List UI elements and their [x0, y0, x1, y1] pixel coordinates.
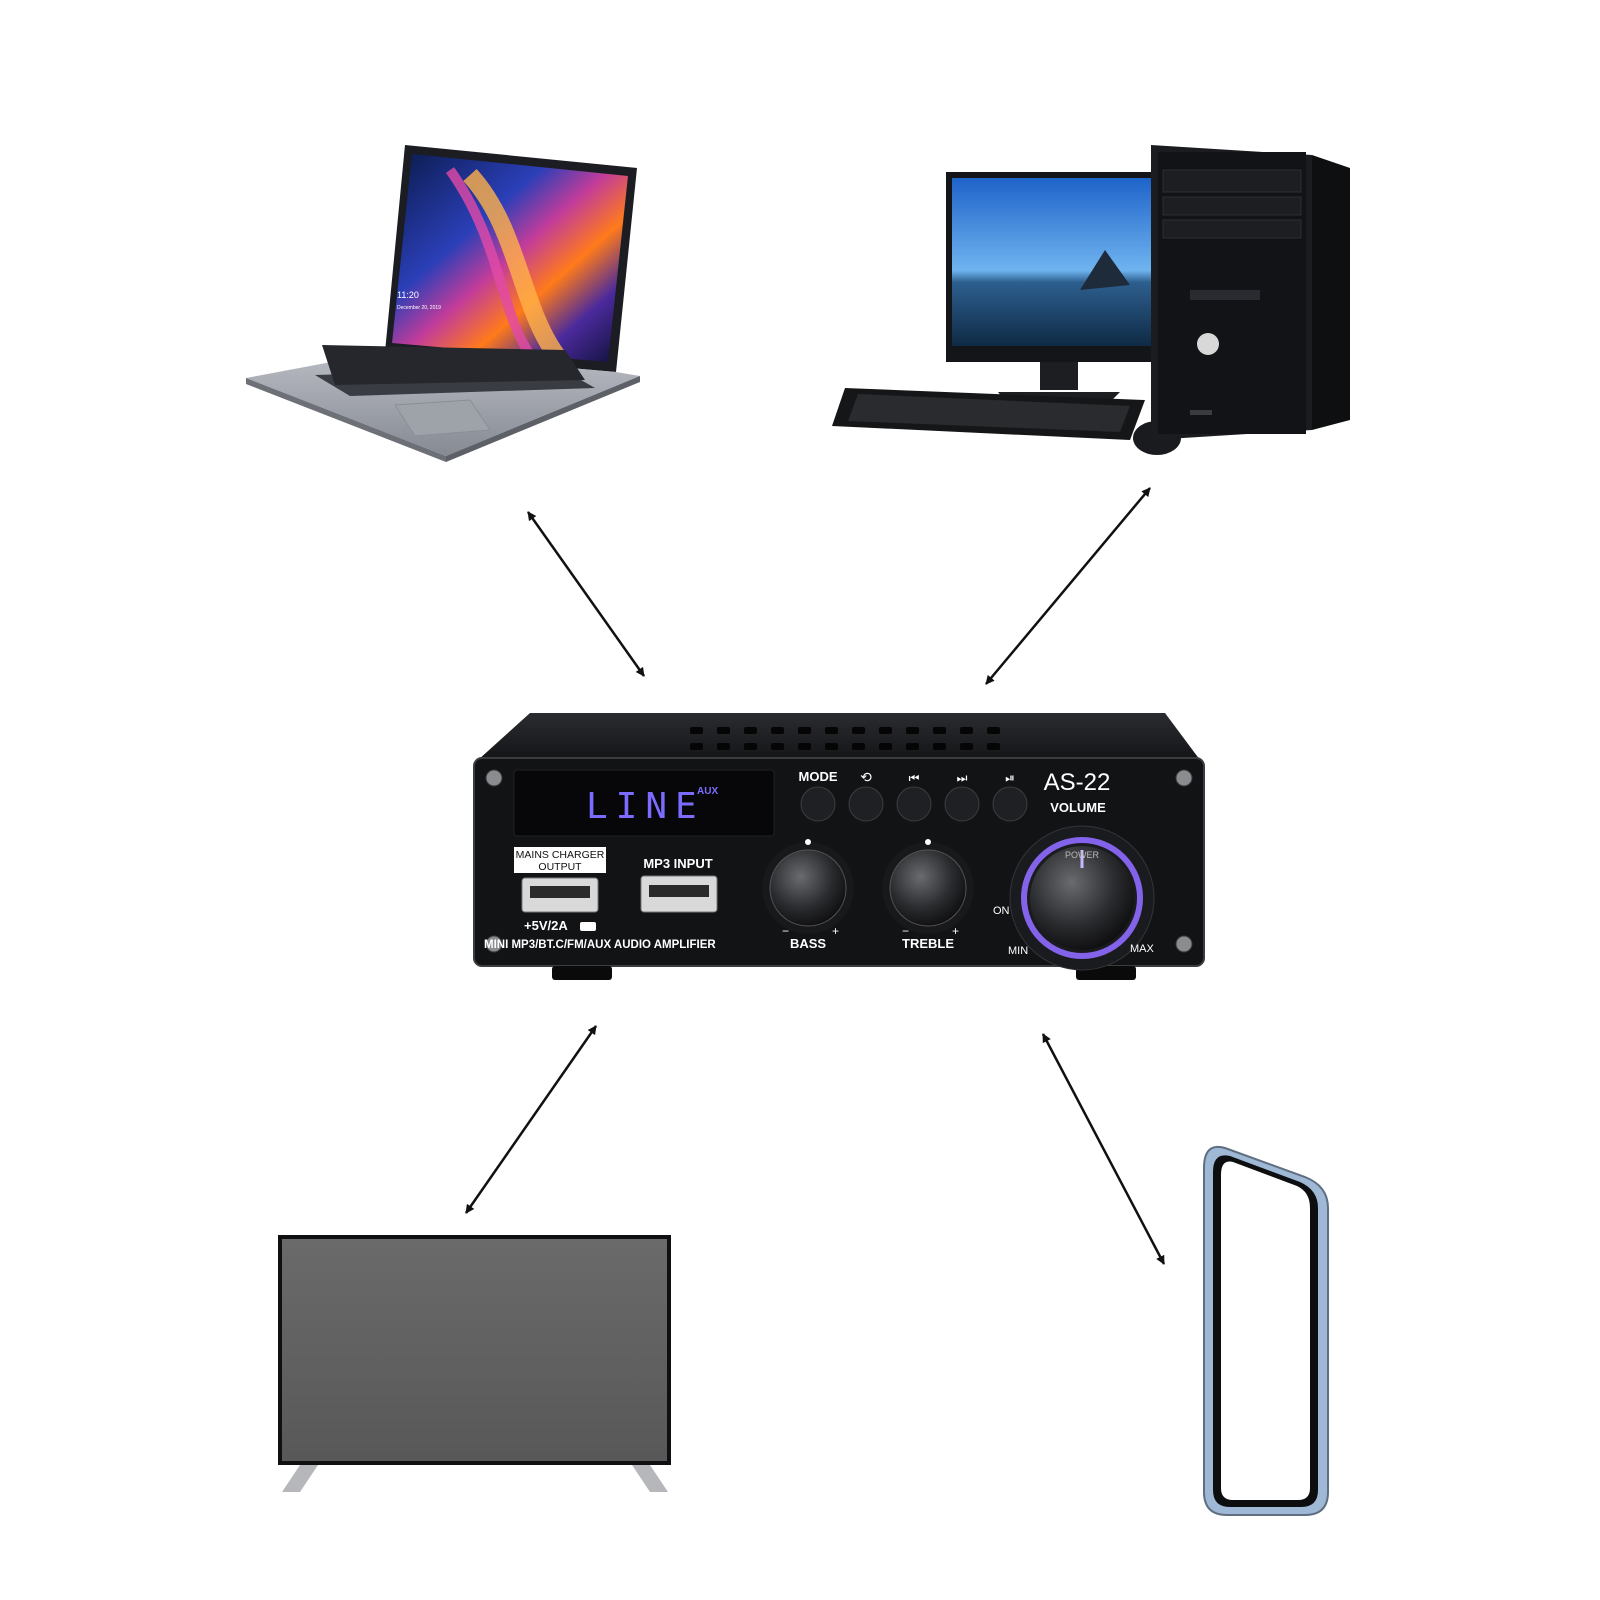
connection-arrows [464, 487, 1166, 1265]
mode-button[interactable] [800, 786, 836, 822]
mode-label: MODE [799, 769, 838, 784]
usb-charger-label-2: OUTPUT [538, 861, 582, 873]
treble-label: TREBLE [902, 936, 954, 951]
product-line-label: MINI MP3/BT.C/FM/AUX AUDIO AMPLIFIER [484, 939, 716, 951]
arrow-tv [464, 1025, 598, 1214]
laptop-keyboard [322, 345, 585, 385]
lcd-badge: AUX [697, 786, 718, 797]
laptop-clock: 11:20 [397, 290, 419, 300]
amplifier: LINE AUX MAINS CHARGER OUTPUT +5V/2A MP3… [473, 713, 1205, 980]
repeat-button[interactable] [848, 786, 884, 822]
treble-knob[interactable] [889, 849, 967, 927]
vent-slots [690, 727, 1000, 750]
bass-knob[interactable] [769, 849, 847, 927]
screw-icon [485, 769, 503, 787]
usb-charger-rating: +5V/2A [524, 918, 568, 933]
treble-plus: + [952, 924, 959, 938]
bass-minus: − [782, 924, 789, 938]
max-label: MAX [1130, 943, 1155, 955]
previous-button[interactable] [896, 786, 932, 822]
desktop-computer [832, 145, 1350, 455]
model-name: AS-22 [1044, 769, 1111, 796]
play-pause-icon: ⏯ [1005, 771, 1015, 785]
min-label: MIN [1008, 945, 1028, 957]
laptop-date: December 20, 2019 [397, 305, 441, 311]
power-label: POWER [1065, 850, 1100, 860]
arrow-desktop [985, 487, 1151, 685]
volume-label: VOLUME [1050, 800, 1106, 815]
previous-icon: ⏮ [909, 771, 920, 785]
arrow-laptop [526, 511, 646, 677]
lcd-display [513, 769, 775, 837]
screw-icon [1175, 935, 1193, 953]
smartphone [1203, 1146, 1329, 1516]
on-label: ON [993, 905, 1010, 917]
treble-minus: − [902, 924, 909, 938]
bass-label: BASS [790, 936, 826, 951]
arrow-phone [1041, 1033, 1166, 1265]
screw-icon [485, 935, 503, 953]
play-pause-button[interactable] [992, 786, 1028, 822]
repeat-icon: ⟲ [860, 769, 872, 785]
next-button[interactable] [944, 786, 980, 822]
volume-knob[interactable] [1030, 846, 1134, 950]
next-icon: ⏭ [957, 771, 968, 785]
laptop: 11:20 December 20, 2019 [246, 145, 640, 462]
monitor-screen [952, 178, 1168, 346]
lcd-text: LINE [586, 786, 705, 827]
phone-screen [1221, 1161, 1310, 1500]
volume-led-ring [1021, 837, 1143, 959]
battery-icon [580, 922, 596, 931]
usb-charger-label: MAINS CHARGER [516, 849, 605, 861]
power-button-icon [1197, 333, 1219, 355]
mp3-input-label: MP3 INPUT [643, 856, 712, 871]
tv-screen [282, 1239, 667, 1461]
bass-plus: + [832, 924, 839, 938]
television [278, 1235, 671, 1492]
screw-icon [1175, 769, 1193, 787]
